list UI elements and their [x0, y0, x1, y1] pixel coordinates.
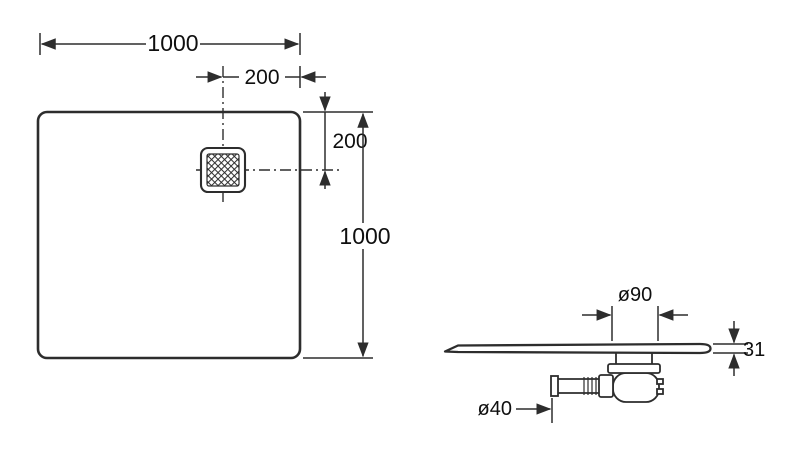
dim-width-label: 1000 [147, 30, 198, 56]
dim-thickness-label: 31 [743, 339, 765, 361]
pipe-end-cap [550, 375, 559, 397]
pipe-threads [583, 377, 597, 395]
dim-drain-diameter-label: ø90 [618, 284, 652, 306]
dim-width-top: 1000 [39, 30, 301, 56]
tray-section-profile [443, 342, 712, 355]
dim-height-label: 1000 [339, 223, 390, 249]
dim-drain-diameter: ø90 [582, 284, 688, 341]
dim-drain-offset-x-label: 200 [244, 66, 279, 89]
compression-nut [598, 374, 614, 398]
drain-trap [550, 353, 664, 403]
dim-height-right: 1000 [303, 112, 391, 359]
dim-label-mask [239, 65, 285, 89]
dim-outlet-diameter-label: ø40 [478, 398, 512, 420]
drain-grate-mesh [206, 153, 240, 187]
top-view: 1000 200 200 1000 [36, 30, 391, 360]
trap-detail-nub [656, 388, 664, 395]
trap-bowl [612, 372, 660, 403]
trap-flange-nut [607, 363, 661, 374]
side-view: ø90 31 ø40 [443, 284, 765, 423]
dim-thickness: 31 [713, 321, 765, 376]
dim-drain-offset-x: 200 [196, 65, 326, 89]
trap-detail-nub [656, 378, 664, 385]
shower-tray-outline [36, 110, 302, 360]
dim-outlet-diameter: ø40 [478, 398, 553, 423]
dim-label-mask [338, 223, 390, 249]
drain-grate [199, 146, 247, 194]
